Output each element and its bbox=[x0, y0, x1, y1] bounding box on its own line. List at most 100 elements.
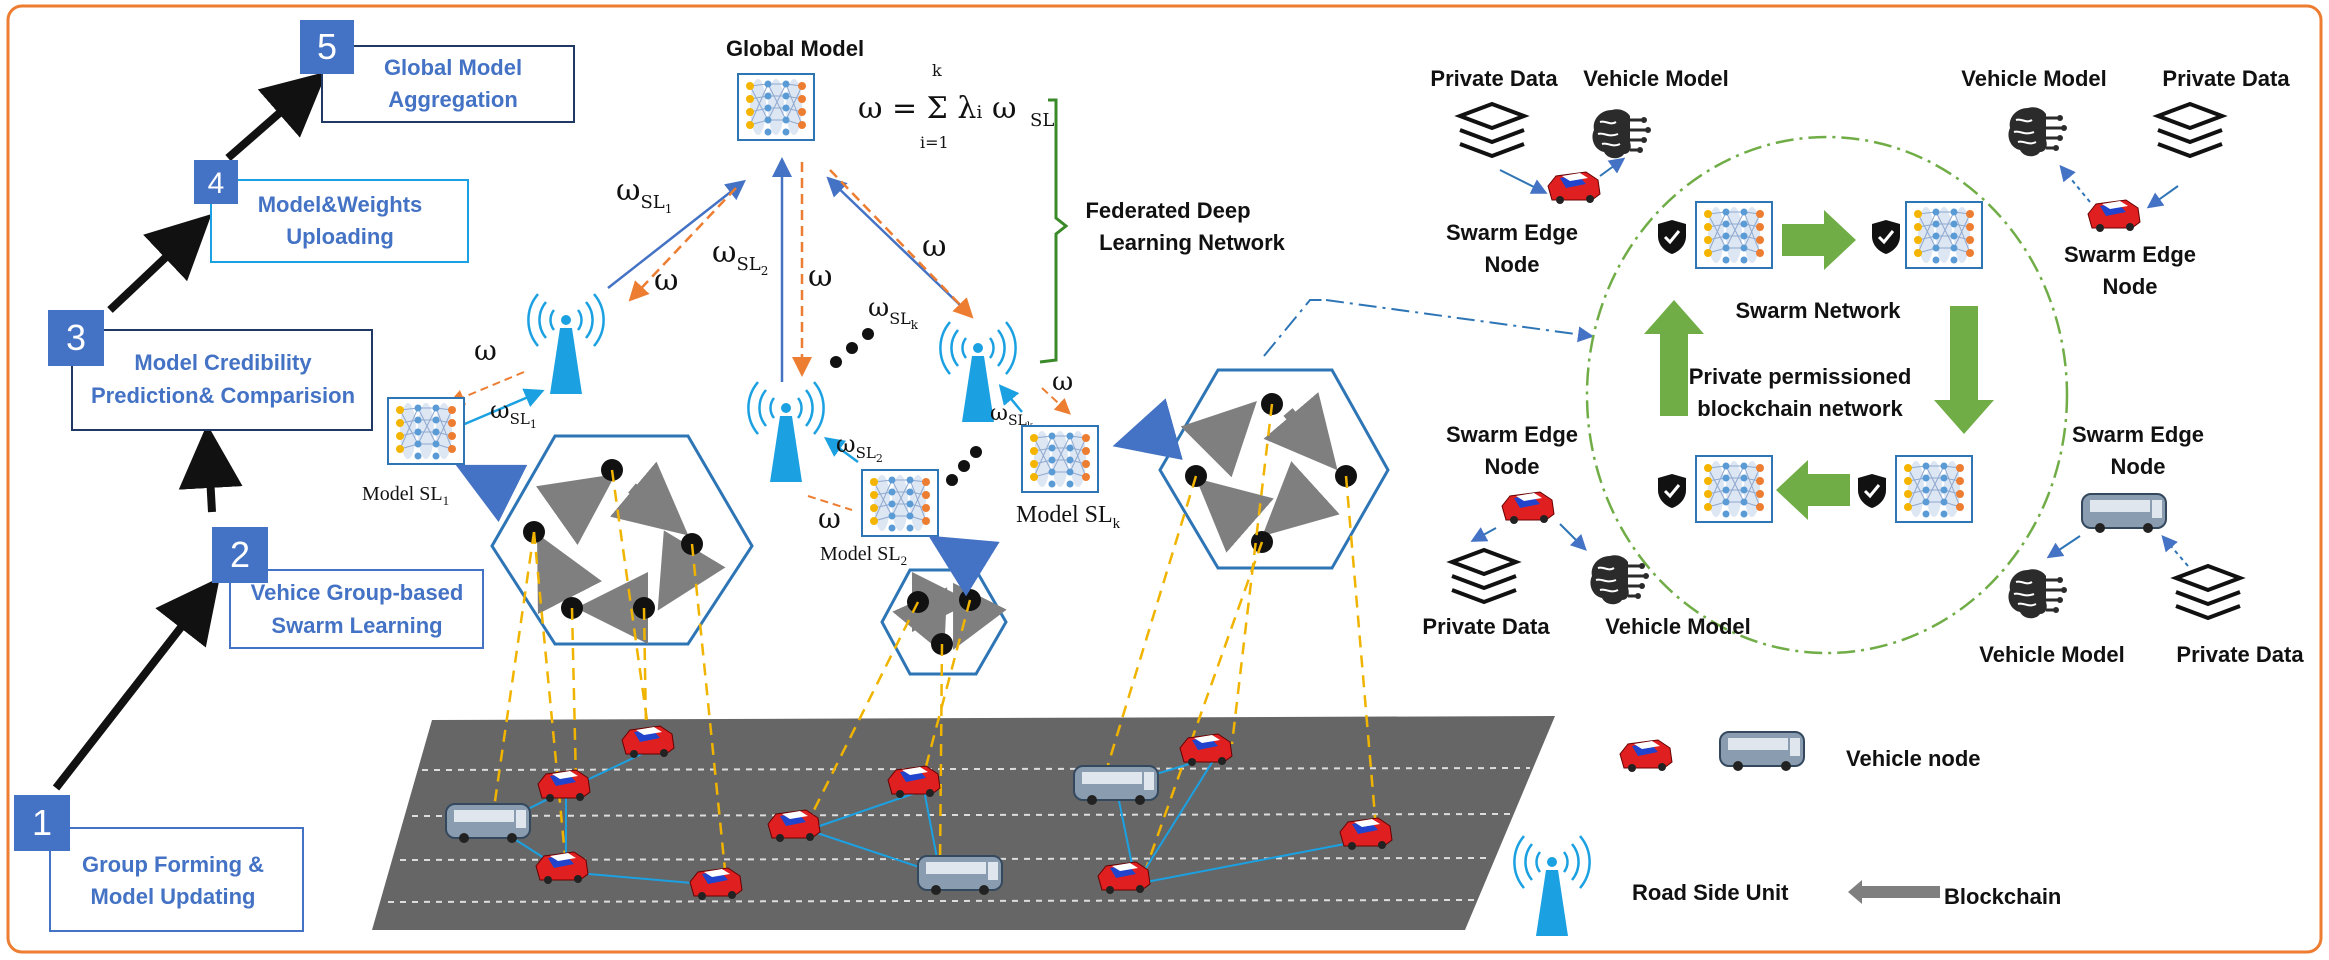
vehicle-car bbox=[767, 809, 821, 843]
outer-frame bbox=[6, 4, 2323, 954]
federated-label-line2: Learning Network bbox=[1099, 230, 1286, 255]
swarm-edge-node-bottom-left: Swarm Edge Node Private Data Vehicle Mod… bbox=[1422, 422, 1750, 639]
svg-text:Swarm Edge: Swarm Edge bbox=[1446, 422, 1578, 447]
global-model-network-icon bbox=[737, 73, 815, 141]
swarm-flow-arrows bbox=[1644, 210, 1994, 520]
svg-text:Node: Node bbox=[1485, 454, 1540, 479]
ellipsis-dots-mid bbox=[946, 446, 982, 486]
swarm-edge-node-top-left: Private Data Vehicle Model Swarm Edge No… bbox=[1430, 66, 1728, 277]
model-sl2-label: Model SL2 bbox=[820, 543, 907, 568]
svg-text:Vehicle Model: Vehicle Model bbox=[1979, 642, 2125, 667]
step-arrows bbox=[52, 71, 328, 791]
model-sl1-icon bbox=[387, 397, 465, 465]
svg-text:Private Data: Private Data bbox=[1422, 614, 1550, 639]
projection-lines bbox=[492, 403, 1378, 881]
model-sl1-label: Model SL1 bbox=[362, 483, 449, 508]
svg-text:Swarm Edge: Swarm Edge bbox=[2064, 242, 2196, 267]
weight-label-omega-rsu1: ω bbox=[474, 334, 497, 367]
step-3-number: 3 bbox=[66, 317, 86, 358]
zoom-link-line bbox=[1263, 299, 1590, 357]
vehicle-car bbox=[1179, 733, 1233, 767]
model-sl2-icon bbox=[861, 469, 939, 537]
weight-label-omega-rsuk: ω bbox=[1052, 367, 1073, 397]
step-4-line1: Model&Weights bbox=[258, 192, 423, 217]
swarm-model-icon bbox=[1695, 455, 1773, 523]
federated-brace bbox=[1039, 98, 1069, 364]
step-2-line2: Swarm Learning bbox=[271, 613, 442, 638]
svg-text:SLᵢ: SLᵢ bbox=[1030, 110, 1058, 131]
vehicle-car bbox=[1339, 817, 1393, 851]
svg-text:Swarm Edge: Swarm Edge bbox=[1446, 220, 1578, 245]
rsu2-to-model-dashed bbox=[807, 495, 853, 511]
groupk-to-model-arrow bbox=[1112, 398, 1183, 460]
weight-label-wsl2-rsu2: ωSL2 bbox=[836, 430, 883, 465]
vehicle-bus bbox=[1073, 765, 1159, 806]
legend-rsu-icon bbox=[1513, 834, 1591, 938]
upload-arrow-k bbox=[826, 176, 961, 306]
step-5-number: 5 bbox=[317, 26, 337, 67]
legend-rsu: Road Side Unit bbox=[1632, 880, 1789, 905]
federated-label-line1: Federated Deep bbox=[1085, 198, 1250, 223]
step-2: 2 Vehice Group-based Swarm Learning bbox=[212, 527, 484, 649]
vehicle-bus bbox=[917, 855, 1003, 896]
rsu-icon-1 bbox=[527, 292, 605, 396]
svg-text:Vehicle Model: Vehicle Model bbox=[1605, 614, 1751, 639]
edge-vehicle-car bbox=[1547, 171, 1601, 205]
weight-label-omega-k: ω bbox=[922, 229, 946, 264]
swarm-edge-node-top-right: Vehicle Model Private Data Swarm Edge No… bbox=[1961, 66, 2290, 299]
step-3: 3 Model Credibility Prediction& Comparis… bbox=[48, 310, 373, 431]
swarm-network-circle bbox=[1585, 135, 2069, 655]
step-4: 4 Model&Weights Uploading bbox=[194, 160, 469, 263]
legend-blockchain: Blockchain bbox=[1944, 884, 2061, 909]
step-1-line2: Model Updating bbox=[91, 884, 256, 909]
svg-text:Swarm Edge: Swarm Edge bbox=[2072, 422, 2204, 447]
step-1: 1 Group Forming & Model Updating bbox=[14, 795, 304, 932]
download-arrow-1 bbox=[628, 187, 737, 302]
private-data-stack-icon bbox=[2174, 564, 2242, 620]
svg-text:Private Data: Private Data bbox=[2162, 66, 2290, 91]
step-2-line1: Vehice Group-based bbox=[251, 580, 464, 605]
ellipsis-dots-top bbox=[830, 328, 874, 368]
step-5-line1: Global Model bbox=[384, 55, 522, 80]
blockchain-shield-icon bbox=[1656, 472, 1688, 510]
swarm-model-icon bbox=[1895, 455, 1973, 523]
group2-to-model-arrow bbox=[928, 535, 1000, 597]
vehicle-model-brain-icon bbox=[2006, 105, 2069, 158]
weight-label-wsl2: ωSL2 bbox=[712, 235, 768, 278]
svg-text:Private Data: Private Data bbox=[2176, 642, 2304, 667]
edge-vehicle-car bbox=[2087, 199, 2141, 233]
svg-text:Node: Node bbox=[1485, 252, 1540, 277]
svg-text:ω = Σ λᵢ ω: ω = Σ λᵢ ω bbox=[858, 91, 1016, 126]
step-1-line1: Group Forming & bbox=[82, 852, 264, 877]
group1-to-model-arrow bbox=[455, 464, 528, 523]
step-2-number: 2 bbox=[230, 534, 250, 575]
legend-blockchain-arrow-icon bbox=[1848, 880, 1940, 904]
legend-vehicle-node: Vehicle node bbox=[1846, 746, 1981, 771]
global-model-title: Global Model bbox=[726, 36, 864, 61]
vehicle-car bbox=[887, 765, 941, 799]
step-4-number: 4 bbox=[208, 167, 225, 200]
model-slk-icon bbox=[1021, 425, 1099, 493]
vehicle-model-brain-icon bbox=[1588, 553, 1651, 606]
swarm-network-label: Swarm Network bbox=[1735, 298, 1901, 323]
weight-label-omega-1: ω bbox=[654, 263, 678, 298]
modelk-to-rsu-arrow bbox=[998, 384, 1023, 413]
svg-text:Node: Node bbox=[2103, 274, 2158, 299]
svg-text:Private Data: Private Data bbox=[1430, 66, 1558, 91]
vehicle-bus bbox=[445, 803, 531, 844]
edge-vehicle-car bbox=[1501, 491, 1555, 525]
weight-label-wslk: ωSLk bbox=[868, 293, 919, 332]
step-5-line2: Aggregation bbox=[388, 87, 518, 112]
model-slk-label: Model SLk bbox=[1016, 502, 1121, 532]
download-arrow-k bbox=[829, 169, 974, 319]
legend-bus-icon bbox=[1719, 731, 1805, 772]
svg-text:Node: Node bbox=[2111, 454, 2166, 479]
blockchain-label-line2: blockchain network bbox=[1697, 396, 1903, 421]
swarm-model-icon bbox=[1695, 201, 1773, 269]
step-4-line2: Uploading bbox=[286, 224, 394, 249]
blockchain-label-line1: Private permissioned bbox=[1689, 364, 1912, 389]
legend-car-icon bbox=[1619, 739, 1673, 773]
group-hexagon-2 bbox=[880, 568, 1008, 676]
swarm-edge-node-bottom-right: Swarm Edge Node Vehicle Model Private Da… bbox=[1979, 422, 2304, 667]
